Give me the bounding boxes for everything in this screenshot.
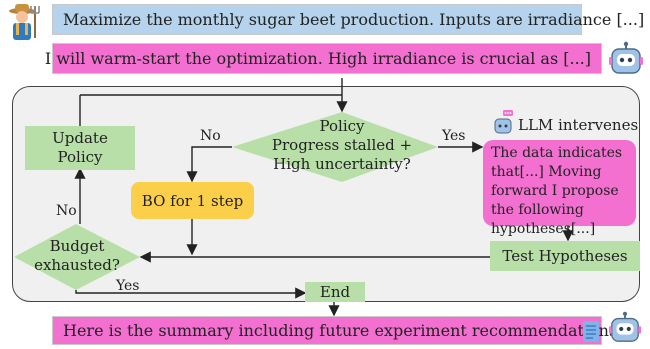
bo-step-node: BO for 1 step bbox=[131, 182, 254, 219]
document-icon bbox=[583, 321, 599, 346]
user-prompt-bubble: Maximize the monthly sugar beet producti… bbox=[52, 4, 644, 35]
assistant-reply-bubble: I will warm-start the optimization. High… bbox=[45, 43, 602, 74]
yes-label-policy: Yes bbox=[442, 128, 466, 144]
summary-text: Here is the summary including future exp… bbox=[63, 321, 618, 340]
chat-bubble-icon bbox=[503, 110, 513, 116]
farmer-icon bbox=[2, 2, 42, 42]
test-hypotheses-node: Test Hypotheses bbox=[490, 241, 640, 271]
llm-message-box: The data indicates that[...] Moving forw… bbox=[483, 140, 636, 237]
budget-check-text: Budget exhausted? bbox=[34, 237, 120, 274]
no-label-budget: No bbox=[56, 203, 77, 219]
bo-step-text: BO for 1 step bbox=[141, 191, 244, 210]
assistant-reply-text: I will warm-start the optimization. High… bbox=[44, 49, 591, 68]
test-hypotheses-text: Test Hypotheses bbox=[502, 247, 628, 265]
llm-message-text: The data indicates that[...] Moving forw… bbox=[491, 145, 623, 237]
robot-icon bbox=[608, 311, 642, 345]
policy-decision-diamond bbox=[232, 112, 438, 182]
yes-label-budget: Yes bbox=[116, 278, 140, 294]
update-policy-node bbox=[25, 126, 135, 170]
robot-icon bbox=[608, 41, 644, 77]
no-label-policy: No bbox=[200, 128, 221, 144]
update-policy-text: Update Policy bbox=[52, 129, 108, 166]
end-node: End bbox=[305, 282, 365, 302]
policy-check-text: Policy Progress stalled + High uncertain… bbox=[271, 117, 413, 173]
end-text: End bbox=[319, 283, 351, 301]
user-prompt-text: Maximize the monthly sugar beet producti… bbox=[63, 10, 645, 29]
robot-icon bbox=[492, 110, 516, 136]
summary-bubble: Here is the summary including future exp… bbox=[52, 316, 617, 346]
budget-decision-diamond bbox=[14, 224, 140, 290]
llm-intervenes-title: LLM intervenes bbox=[518, 116, 639, 134]
